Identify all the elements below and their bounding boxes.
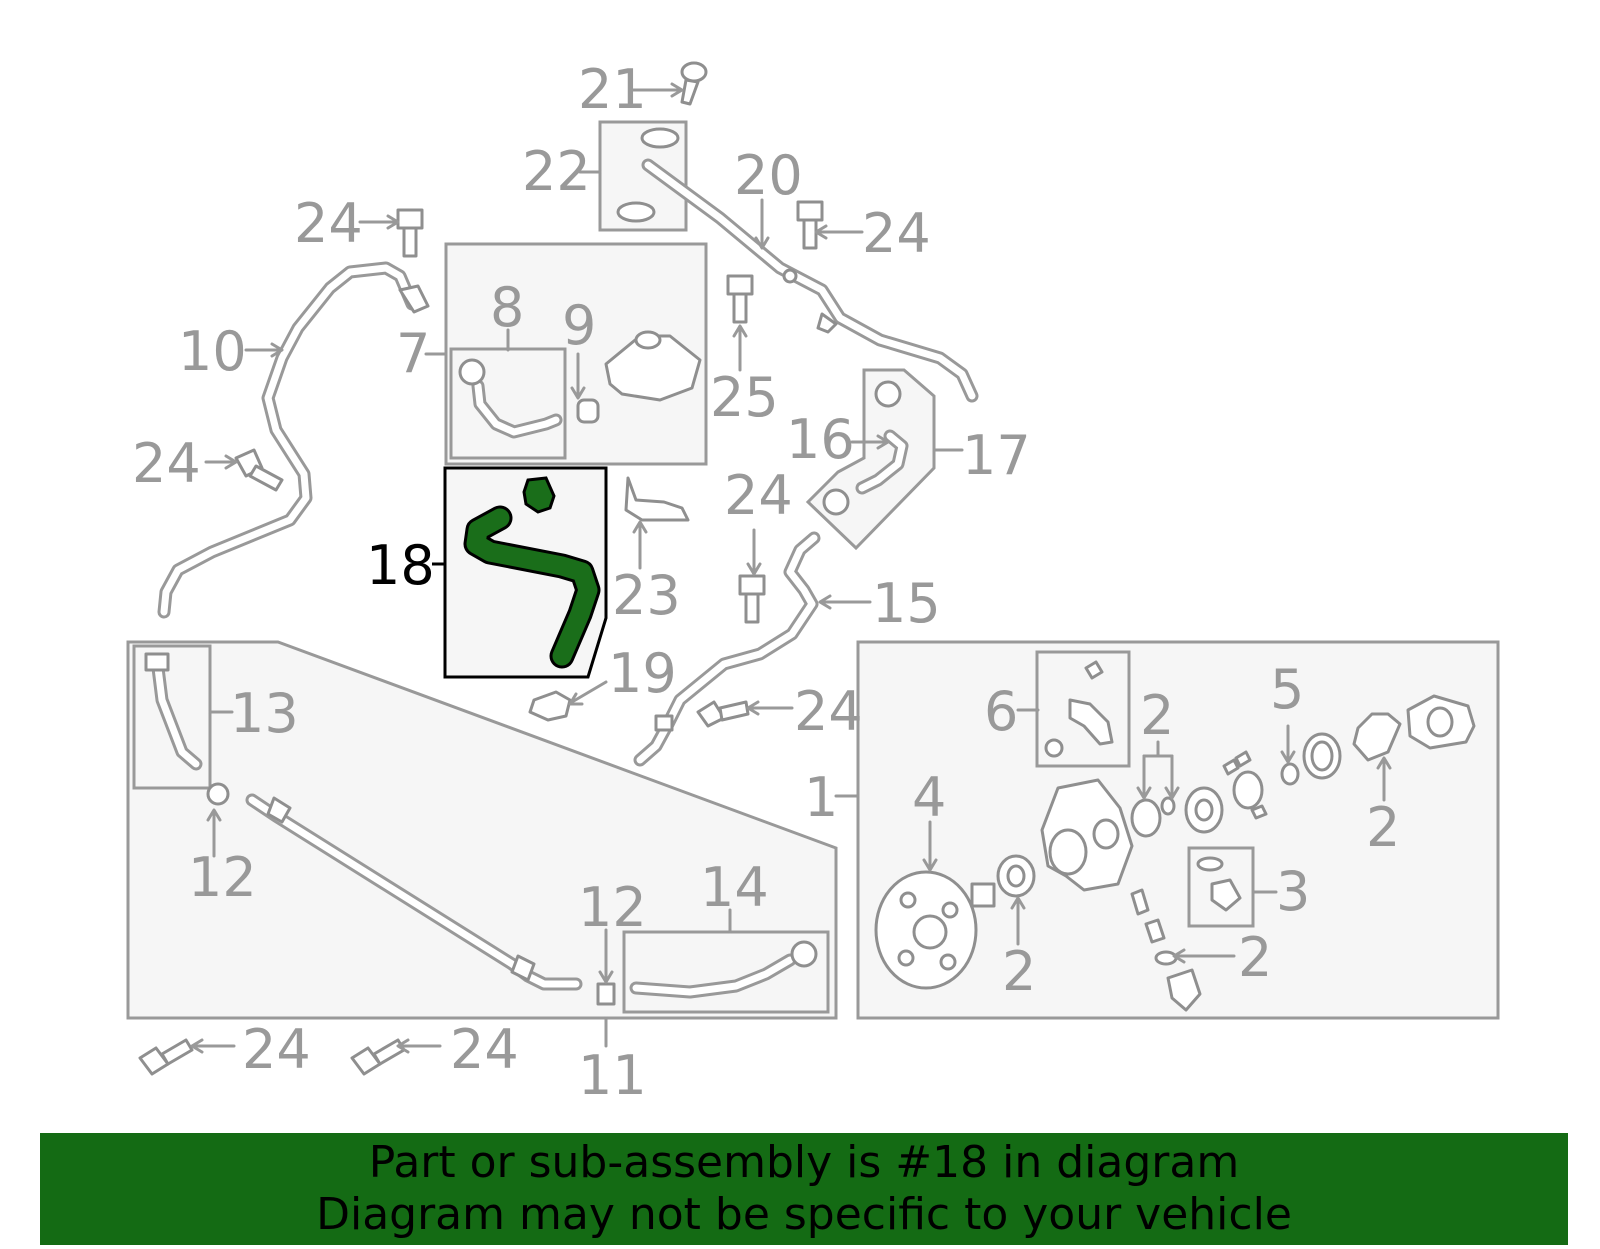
callout-8: 8: [490, 276, 524, 339]
callout-25: 25: [710, 366, 779, 429]
bolt-24-bottom-mid: [350, 1038, 406, 1076]
callout-10: 10: [178, 320, 247, 383]
pump-fitting-lower: [1130, 888, 1202, 1012]
callout-24: 24: [794, 680, 863, 743]
callout-2: 2: [1002, 940, 1036, 1003]
part-2-gasket: [1352, 712, 1402, 762]
callout-15: 15: [872, 572, 941, 635]
callout-18[interactable]: 18: [366, 534, 435, 597]
pump-cam-ring: [1302, 732, 1342, 780]
callout-12: 12: [578, 876, 647, 939]
part-12-clamp-b: [596, 982, 616, 1006]
bolt-24-right: [696, 700, 750, 728]
banner-line-2: Diagram may not be specific to your vehi…: [316, 1189, 1292, 1240]
callout-16: 16: [786, 408, 855, 471]
callout-24: 24: [450, 1018, 519, 1081]
callout-14: 14: [700, 856, 769, 919]
part-7-reservoir: [604, 330, 702, 402]
bolt-24-top-right: [796, 200, 824, 250]
part-2-seal: [996, 854, 1036, 898]
part-4-pulley: [874, 870, 996, 990]
callout-24: 24: [132, 432, 201, 495]
callout-3: 3: [1276, 860, 1310, 923]
part-5-ring: [1280, 762, 1300, 786]
part-18-clamp[interactable]: [522, 476, 556, 514]
callout-24: 24: [294, 192, 363, 255]
pump-rotor: [1184, 750, 1268, 834]
box-14-hose: [622, 930, 830, 1014]
callout-11: 11: [578, 1044, 647, 1107]
callout-2: 2: [1140, 684, 1174, 747]
callout-2: 2: [1238, 926, 1272, 989]
box-11-assembly: [126, 640, 838, 1020]
pump-rear-cover: [1406, 694, 1476, 750]
part-10-end-fitting: [398, 284, 430, 314]
callout-20: 20: [734, 144, 803, 207]
callout-17: 17: [962, 424, 1031, 487]
callout-labels: 21 22 20 24 24 10 8 9 7 25 24 16 17 24 1…: [132, 58, 1400, 1107]
leader-lines: [190, 82, 1392, 1054]
callout-9: 9: [562, 294, 596, 357]
callout-24: 24: [862, 202, 931, 265]
callout-13: 13: [230, 682, 299, 745]
callout-24: 24: [724, 464, 793, 527]
callout-23: 23: [612, 564, 681, 627]
callout-4: 4: [912, 766, 946, 829]
info-banner: Part or sub-assembly is #18 in diagram D…: [40, 1133, 1568, 1245]
part-12-clamp: [206, 782, 230, 806]
callout-6: 6: [984, 680, 1018, 743]
part-19-clamp: [528, 690, 572, 722]
callout-5: 5: [1270, 658, 1304, 721]
callout-2: 2: [1366, 796, 1400, 859]
callout-12: 12: [188, 846, 257, 909]
callout-1: 1: [804, 766, 838, 829]
bolt-24-mid: [738, 574, 766, 624]
bolt-21: [680, 61, 708, 106]
callout-22: 22: [522, 140, 591, 203]
bolt-24-left: [234, 448, 284, 492]
part-9-clamp: [576, 398, 600, 424]
box-3-sensor: [1187, 846, 1255, 928]
banner-line-1: Part or sub-assembly is #18 in diagram: [368, 1137, 1240, 1188]
box-13-hose: [132, 644, 212, 790]
bolt-24-top-left: [396, 208, 424, 258]
part-3-sensor: [1196, 856, 1242, 912]
pump-body: [1040, 778, 1134, 892]
callout-24: 24: [242, 1018, 311, 1081]
callout-21: 21: [578, 58, 647, 121]
callout-19: 19: [608, 642, 677, 705]
callout-7: 7: [396, 322, 430, 385]
part-6-valve: [1044, 660, 1114, 758]
part-2-oring: [1130, 796, 1176, 838]
bolt-24-bottom-left: [138, 1038, 194, 1076]
part-23-bracket: [624, 476, 690, 522]
bolt-25: [726, 274, 754, 324]
